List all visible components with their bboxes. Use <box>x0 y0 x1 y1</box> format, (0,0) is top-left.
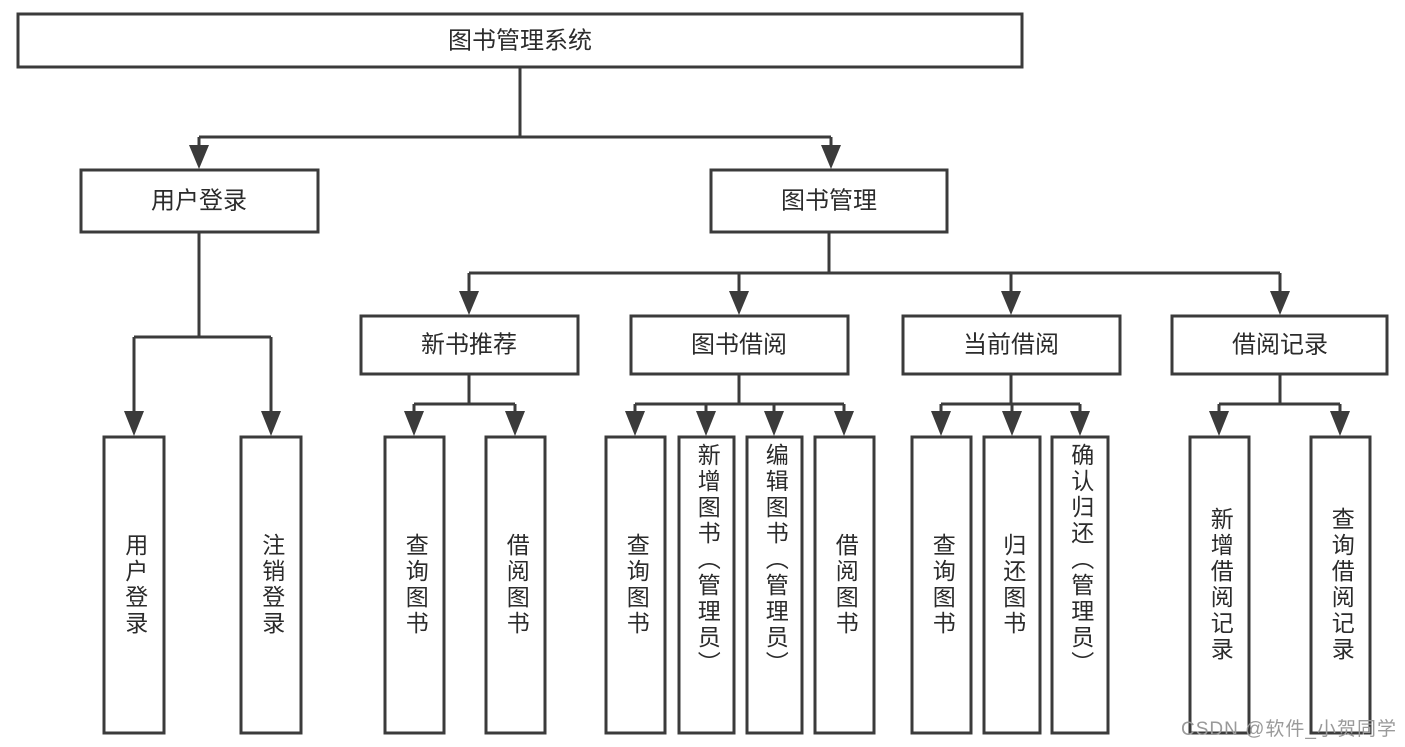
arrowhead-br-to-query-record <box>1330 411 1350 436</box>
arrowhead-nbr-to-query-book <box>404 411 424 436</box>
leaf-box-query-book-1[interactable] <box>383 435 446 735</box>
leaf-box-confirm-return-admin[interactable] <box>1050 435 1110 735</box>
arrowhead-root-to-book-manage <box>821 145 841 169</box>
csdn-watermark: CSDN @软件_小贺同学 <box>1181 719 1397 740</box>
node-root[interactable]: 图书管理系统 <box>16 12 1024 69</box>
node-book-borrow[interactable]: 图书借阅 <box>629 314 850 376</box>
node-borrow-record-box[interactable] <box>1170 314 1389 376</box>
arrowhead-nbr-to-borrow-book <box>505 411 525 436</box>
arrowhead-bm-to-current-borrow <box>1001 291 1021 315</box>
connector-group-new-book-recommend <box>404 374 525 436</box>
node-book-manage[interactable]: 图书管理 <box>709 168 949 234</box>
arrowhead-bm-to-borrow-record <box>1270 291 1290 315</box>
arrowhead-br-to-add-record <box>1209 411 1229 436</box>
connector-group-user-login <box>124 232 281 436</box>
node-new-book-recommend-label: 新书推荐 <box>421 331 517 358</box>
leaf-box-add-borrow-record[interactable] <box>1188 435 1251 735</box>
node-book-borrow-label: 图书借阅 <box>691 331 787 358</box>
connector-group-borrow-record <box>1209 374 1350 436</box>
arrowhead-bb-to-borrow-book <box>834 411 854 436</box>
arrowhead-bb-to-edit-book <box>764 411 784 436</box>
connector-group-root <box>189 67 841 169</box>
arrowhead-cb-to-confirm-return <box>1070 411 1090 436</box>
arrowhead-bb-to-add-book <box>696 411 716 436</box>
node-new-book-recommend-box[interactable] <box>359 314 580 376</box>
node-borrow-record-label: 借阅记录 <box>1232 331 1328 358</box>
node-user-login-box[interactable] <box>79 168 320 234</box>
connector-group-book-manage <box>459 232 1290 315</box>
node-current-borrow-label: 当前借阅 <box>963 331 1059 358</box>
arrowhead-bm-to-new-book-recommend <box>459 291 479 315</box>
leaf-boxes-group <box>102 435 1372 735</box>
arrowhead-cb-to-return-book <box>1002 411 1022 436</box>
arrowhead-root-to-user-login <box>189 145 209 169</box>
leaf-box-query-book-2[interactable] <box>604 435 667 735</box>
connector-group-current-borrow <box>931 374 1090 436</box>
node-current-borrow[interactable]: 当前借阅 <box>901 314 1122 376</box>
node-root-box[interactable] <box>16 12 1024 69</box>
leaf-box-query-borrow-record[interactable] <box>1309 435 1372 735</box>
node-book-manage-label: 图书管理 <box>781 187 877 214</box>
leaf-box-edit-book-admin[interactable] <box>745 435 804 735</box>
leaf-box-user-logout[interactable] <box>239 435 303 735</box>
leaf-box-user-login[interactable] <box>102 435 166 735</box>
leaf-box-borrow-book-1[interactable] <box>484 435 547 735</box>
leaf-box-add-book-admin[interactable] <box>677 435 736 735</box>
node-user-login-label: 用户登录 <box>151 187 247 214</box>
arrowhead-bb-to-query-book <box>625 411 645 436</box>
leaf-box-return-book[interactable] <box>982 435 1042 735</box>
connector-group-book-borrow <box>625 374 854 436</box>
arrowhead-ul-to-leaf-user-logout <box>261 411 281 436</box>
arrowhead-bm-to-book-borrow <box>729 291 749 315</box>
arrowhead-cb-to-query-book <box>931 411 951 436</box>
node-new-book-recommend[interactable]: 新书推荐 <box>359 314 580 376</box>
leaf-box-borrow-book-2[interactable] <box>813 435 876 735</box>
node-current-borrow-box[interactable] <box>901 314 1122 376</box>
node-book-manage-box[interactable] <box>709 168 949 234</box>
node-book-borrow-box[interactable] <box>629 314 850 376</box>
leaf-box-query-book-3[interactable] <box>910 435 973 735</box>
arrowhead-ul-to-leaf-user-login <box>124 411 144 436</box>
node-root-label: 图书管理系统 <box>448 27 592 54</box>
node-user-login[interactable]: 用户登录 <box>79 168 320 234</box>
node-borrow-record[interactable]: 借阅记录 <box>1170 314 1389 376</box>
